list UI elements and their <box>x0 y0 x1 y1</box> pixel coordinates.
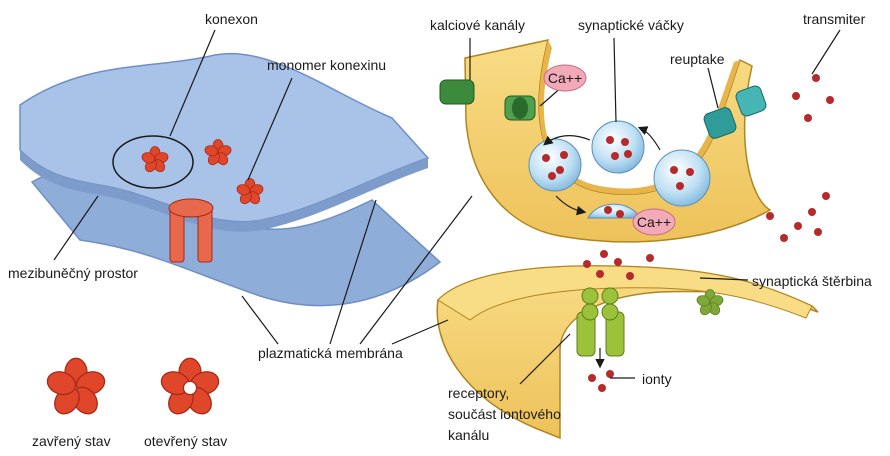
ca-lower-label: Ca++ <box>637 214 671 230</box>
label-receptory-line2: součást iontového <box>448 406 561 422</box>
calcium-ion-upper: Ca++ <box>544 65 586 91</box>
gap-junction-illustration <box>20 54 440 419</box>
label-transmiter: transmiter <box>803 11 866 27</box>
label-receptory-line1: receptory, <box>448 385 509 401</box>
closed-state-icon <box>44 358 107 418</box>
label-synapticka-sterbina: synaptická štěrbina <box>752 273 872 289</box>
label-monomer-konexinu: monomer konexinu <box>267 57 386 73</box>
label-kalciove-kanaly: kalciové kanály <box>430 17 525 33</box>
label-reuptake: reuptake <box>670 51 725 67</box>
label-zavreny-stav: zavřený stav <box>32 433 111 449</box>
label-otevreny-stav: otevřený stav <box>144 433 227 449</box>
label-synapticke-vacky: synaptické váčky <box>578 17 684 33</box>
vesicle-3 <box>654 150 710 206</box>
open-state-icon <box>158 358 221 418</box>
label-plazmaticka-membrana: plazmatická membrána <box>258 345 403 361</box>
label-receptory-line3: kanálu <box>448 427 489 443</box>
label-ionty: ionty <box>642 371 672 387</box>
vesicle-2 <box>592 121 644 173</box>
ca-upper-label: Ca++ <box>548 70 582 86</box>
label-mezibunecny-prostor: mezibuněčný prostor <box>8 265 138 281</box>
label-konexon: konexon <box>205 11 258 27</box>
calcium-ion-lower: Ca++ <box>633 209 675 235</box>
vesicle-1 <box>529 139 581 191</box>
